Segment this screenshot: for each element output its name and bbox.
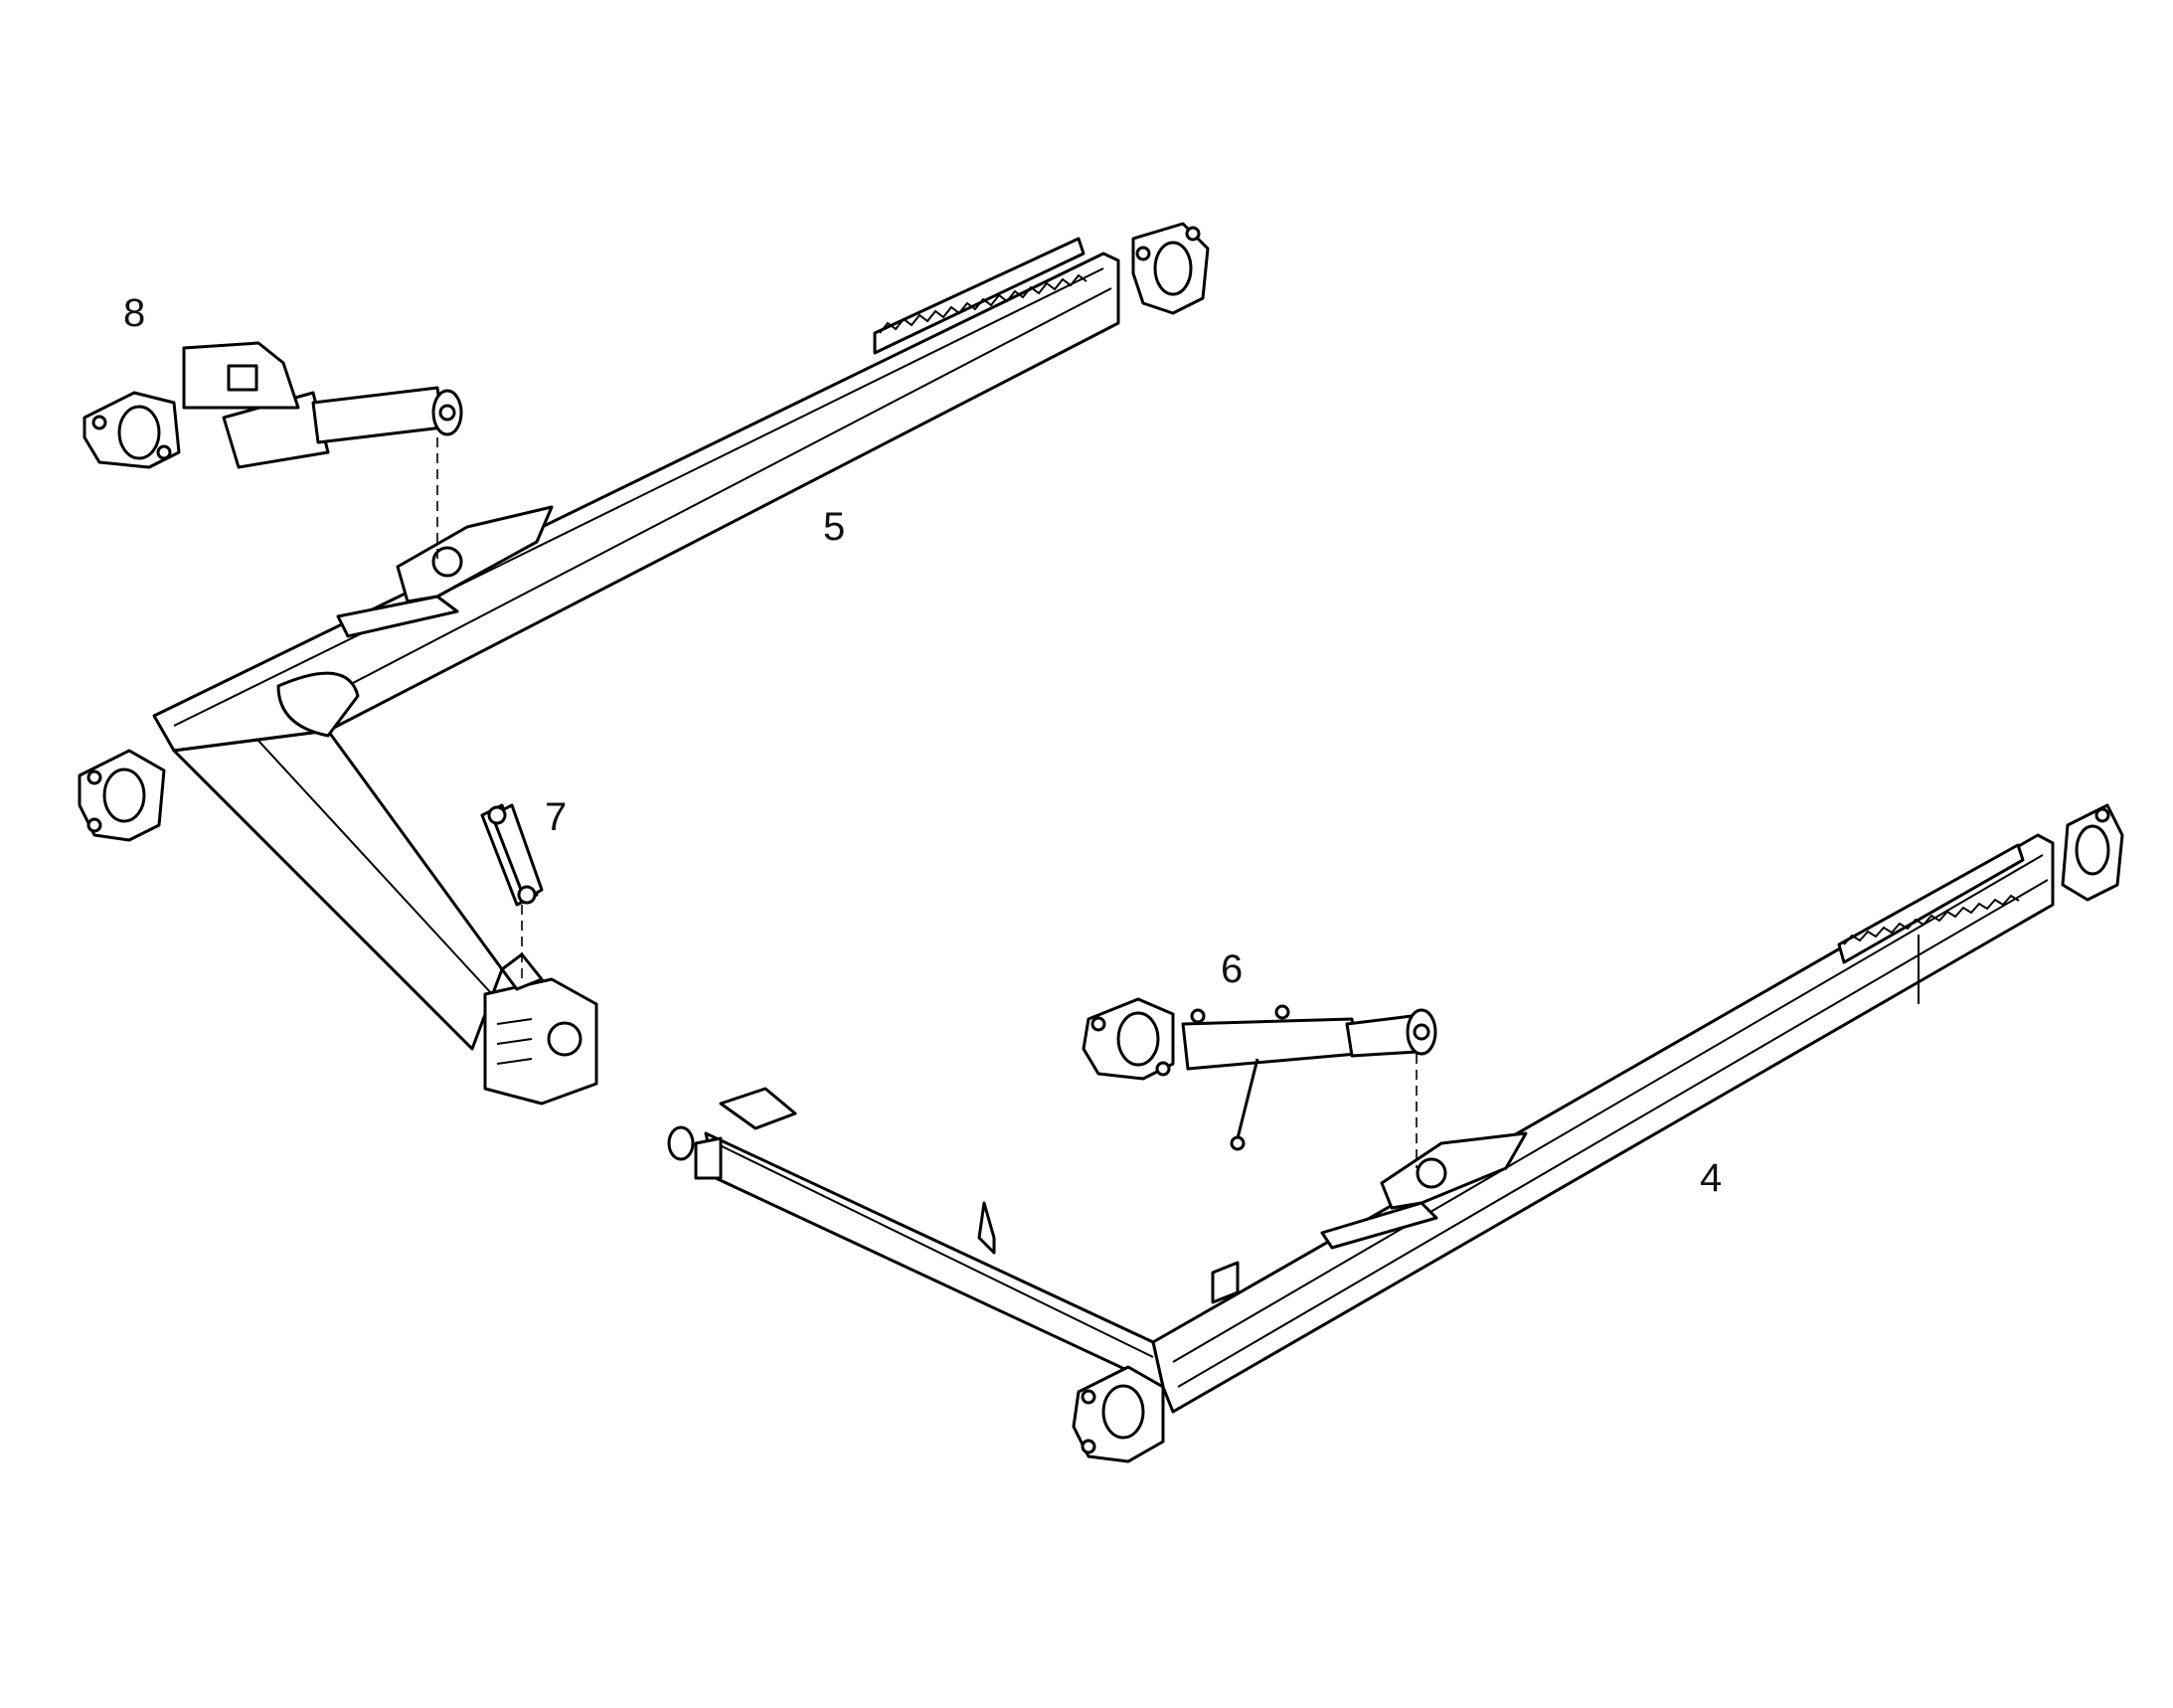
part-6-cylinder xyxy=(1082,997,1437,1168)
part-label-7: 7 xyxy=(545,795,568,839)
part-label-8: 8 xyxy=(123,291,146,335)
part-4-right-clamp xyxy=(2061,803,2124,902)
part-6-body xyxy=(1181,1017,1359,1071)
part-4-cylinder-bracket xyxy=(1320,1131,1528,1250)
part-8-clamp xyxy=(83,391,181,469)
part-5-boom-frame xyxy=(78,222,1210,1106)
part-5-rack xyxy=(873,237,1087,355)
part-8-cylinder xyxy=(83,341,463,562)
part-5-diagonal-strut xyxy=(172,729,504,1051)
part-5-lower-mount-block xyxy=(483,952,598,1106)
part-7-link-plate xyxy=(480,803,544,979)
part-8-rod xyxy=(311,386,444,444)
part-6-rod xyxy=(1345,1014,1419,1058)
part-5-long-beam xyxy=(152,252,1120,753)
part-label-4: 4 xyxy=(1700,1156,1723,1200)
part-4-left-clamp xyxy=(1072,1365,1165,1463)
part-5-left-clamp xyxy=(78,749,166,842)
part-label-6: 6 xyxy=(1221,947,1244,991)
part-5-right-clamp xyxy=(1131,222,1210,315)
part-6-clamp xyxy=(1082,997,1175,1081)
part-4-rack xyxy=(1837,843,2025,964)
part-5-cylinder-bracket xyxy=(336,505,554,638)
part-4-boom-frame xyxy=(667,803,2124,1463)
part-label-5: 5 xyxy=(823,505,846,549)
